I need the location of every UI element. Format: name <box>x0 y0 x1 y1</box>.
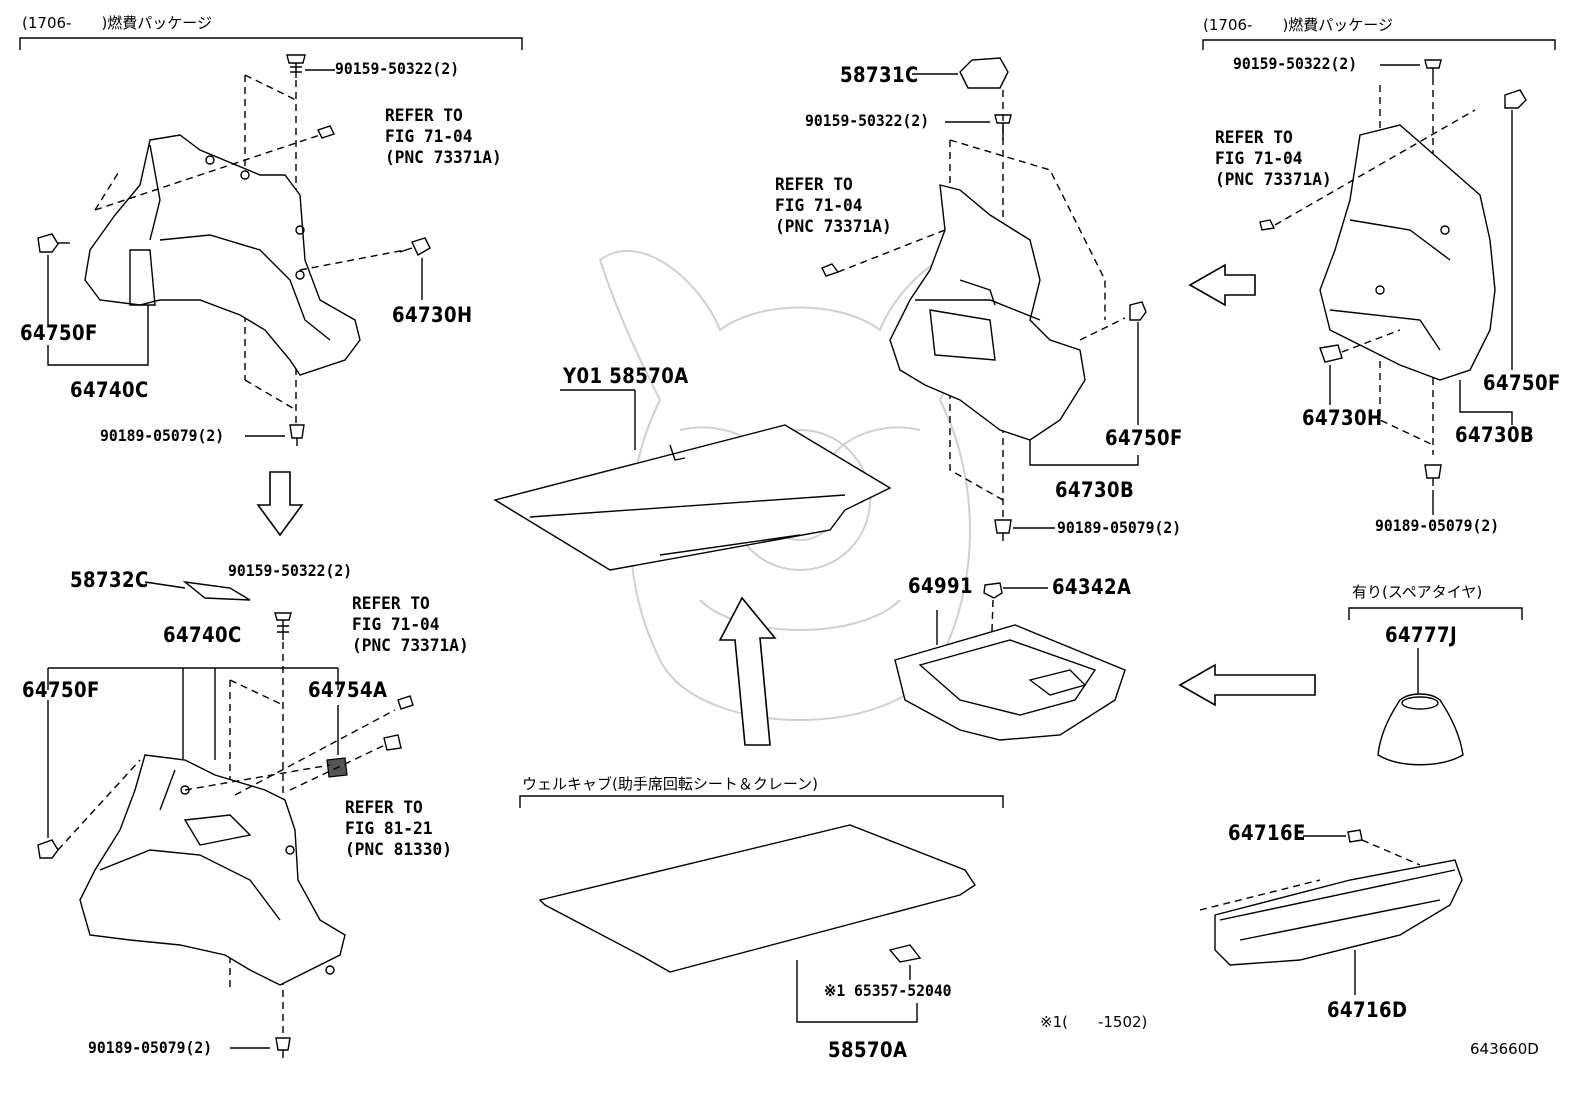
refer-note-top-left[interactable]: REFER TO FIG 71-04 (PNC 73371A) <box>385 106 502 168</box>
cover-58731C <box>959 57 1009 89</box>
clip-90189-top-right <box>1424 464 1442 486</box>
spare-tire-group <box>1348 607 1523 766</box>
part-label[interactable]: ※1 65357-52040 <box>824 981 952 1000</box>
arrow-left-tray <box>1178 663 1316 707</box>
part-label[interactable]: 64750F <box>20 321 98 345</box>
side-panel-64730B-right <box>1319 124 1496 381</box>
screw-90159-top-left <box>286 54 306 78</box>
diagram-code: 643660D <box>1470 1040 1539 1058</box>
package-bracket-left <box>19 37 523 50</box>
arrow-down-left <box>256 471 304 537</box>
clip-64730H-top-left <box>399 237 431 256</box>
clip-90189-bottom-left <box>275 1037 291 1058</box>
part-label[interactable]: 64991 <box>908 574 973 598</box>
part-label[interactable]: 90159-50322(2) <box>335 59 460 78</box>
part-label[interactable]: 90159-50322(2) <box>1233 54 1358 73</box>
part-label[interactable]: 90189-05079(2) <box>88 1038 213 1057</box>
part-label[interactable]: 90159-50322(2) <box>228 561 353 580</box>
deck-board-group <box>493 389 892 746</box>
screw-90159-bottom-left <box>274 612 292 640</box>
screw-90159-top-right <box>1424 59 1442 85</box>
arrow-up-center <box>718 596 777 746</box>
part-label[interactable]: 64740C <box>70 378 149 402</box>
deck-board-58570A <box>538 824 976 973</box>
part-label[interactable]: 90159-50322(2) <box>805 111 930 130</box>
luggage-tray-64991 <box>894 624 1126 741</box>
package-note-right: (1706- )燃費パッケージ <box>1203 16 1393 34</box>
clip-90189-top-center <box>994 519 1012 541</box>
top-right-group <box>1188 39 1556 515</box>
package-note-left: (1706- )燃費パッケージ <box>22 14 212 32</box>
refer-note-fig-81-21[interactable]: REFER TO FIG 81-21 (PNC 81330) <box>345 798 452 860</box>
part-label[interactable]: 64740C <box>163 623 242 647</box>
side-panel-64730B-center <box>889 184 1086 441</box>
clip-refer-bottom-left <box>397 695 414 710</box>
spare-tire-block-64777J <box>1377 693 1464 766</box>
quarter-trim-panel-left <box>84 134 361 376</box>
bottom-right-group <box>1199 829 1463 995</box>
top-left-group <box>19 37 523 537</box>
part-label[interactable]: 64716D <box>1327 998 1408 1022</box>
bracket-refer-81-21 <box>383 734 402 751</box>
part-label[interactable]: 90189-05079(2) <box>1057 518 1182 537</box>
part-label[interactable]: Y01 58570A <box>563 364 689 388</box>
part-label[interactable]: 64342A <box>1052 575 1132 599</box>
clip-refer-top-left <box>317 125 335 139</box>
footnote: ※1( -1502) <box>1040 1013 1148 1031</box>
clip-refer-top-center <box>821 263 840 277</box>
welcab-group <box>519 795 1004 1023</box>
part-label[interactable]: 64730B <box>1055 478 1135 502</box>
part-label[interactable]: 64730B <box>1455 423 1535 447</box>
part-label[interactable]: 64730H <box>392 303 473 327</box>
part-label[interactable]: 64754A <box>308 678 388 702</box>
refer-note-top-right[interactable]: REFER TO FIG 71-04 (PNC 73371A) <box>1215 128 1332 190</box>
part-label[interactable]: 58570A <box>828 1038 908 1062</box>
refer-note-top-center[interactable]: REFER TO FIG 71-04 (PNC 73371A) <box>775 175 892 237</box>
part-label[interactable]: 64750F <box>1105 426 1183 450</box>
part-label[interactable]: 58731C <box>840 63 919 87</box>
clip-refer-top-right <box>1259 219 1276 231</box>
fastener-64750F-bottom-left <box>37 839 59 859</box>
part-label[interactable]: 64730H <box>1302 406 1383 430</box>
part-label[interactable]: 90189-05079(2) <box>1375 516 1500 535</box>
screw-64716E <box>1347 829 1363 843</box>
part-label[interactable]: 90189-05079(2) <box>100 426 225 445</box>
part-label[interactable]: 64716E <box>1228 821 1306 845</box>
arrow-left-top <box>1188 263 1256 307</box>
plug-64342A <box>983 582 1003 599</box>
clip-64730H-right <box>1319 344 1343 363</box>
top-center-group <box>821 57 1147 541</box>
part-label[interactable]: 58732C <box>70 568 149 592</box>
part-label[interactable]: 64750F <box>22 678 100 702</box>
part-label[interactable]: 64750F <box>1483 371 1561 395</box>
welcab-note: ウェルキャブ(助手席回転シート＆クレーン) <box>522 775 818 793</box>
trim-cover-58732C <box>182 580 251 601</box>
tray-group <box>894 582 1316 741</box>
fastener-64750F-top-left <box>37 233 70 253</box>
quarter-trim-panel-bottom-left <box>79 754 346 986</box>
fastener-64750F-center <box>1129 301 1147 321</box>
refer-note-bottom-left[interactable]: REFER TO FIG 71-04 (PNC 73371A) <box>352 594 469 656</box>
bottom-left-group <box>37 580 414 1058</box>
part-label[interactable]: 64777J <box>1385 623 1458 647</box>
spare-tire-note: 有り(スペアタイヤ) <box>1352 583 1483 601</box>
fastener-64750F-right <box>1504 89 1527 109</box>
clip-90189-top-left <box>289 424 305 446</box>
deck-board-Y01-58570A <box>493 424 892 571</box>
sill-plate-64716D <box>1214 859 1463 966</box>
